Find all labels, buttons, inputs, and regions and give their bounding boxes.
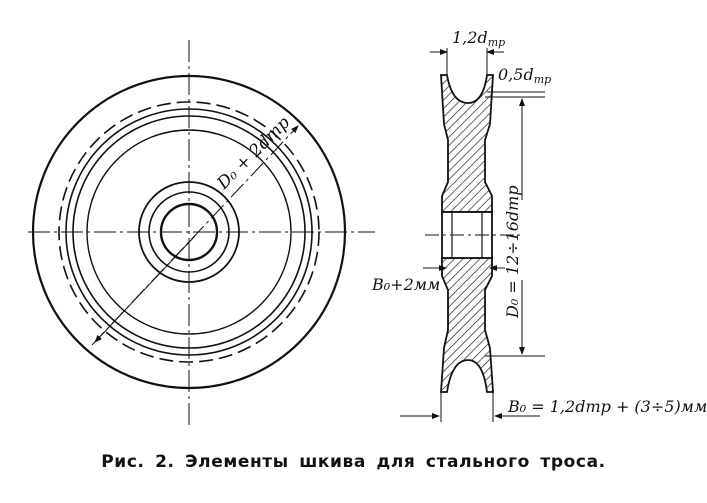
- groove-width-label: 1,2dтр: [452, 28, 505, 49]
- total-width-label: B₀ = 1,2dтр + (3÷5)мм: [507, 397, 707, 416]
- web-circle: [86, 129, 292, 335]
- hub-outer-circle: [138, 181, 240, 283]
- rim-outer-circle: [31, 74, 347, 390]
- outer-diameter-label: D₀ + 2dтр: [213, 113, 295, 195]
- groove-dashed-circle: [58, 101, 320, 363]
- hub-middle-circle: [148, 191, 230, 273]
- bore-circle: [159, 202, 219, 262]
- section-upper-hatch: [440, 74, 494, 213]
- hub-width-label: B₀+2мм: [371, 275, 440, 294]
- side-view: [400, 48, 545, 422]
- figure-caption: Рис. 2. Элементы шкива для стального тро…: [101, 452, 606, 472]
- rim-inner-circle-1: [65, 108, 313, 356]
- section-lower-hatch: [440, 257, 494, 393]
- axial-height-label: D₀ = 12÷16dтр: [503, 185, 522, 319]
- front-view: [28, 40, 375, 425]
- diameter-dimension-line: [91, 125, 299, 346]
- groove-depth-label: 0,5dтр: [498, 65, 551, 86]
- rim-inner-circle-2: [72, 115, 306, 349]
